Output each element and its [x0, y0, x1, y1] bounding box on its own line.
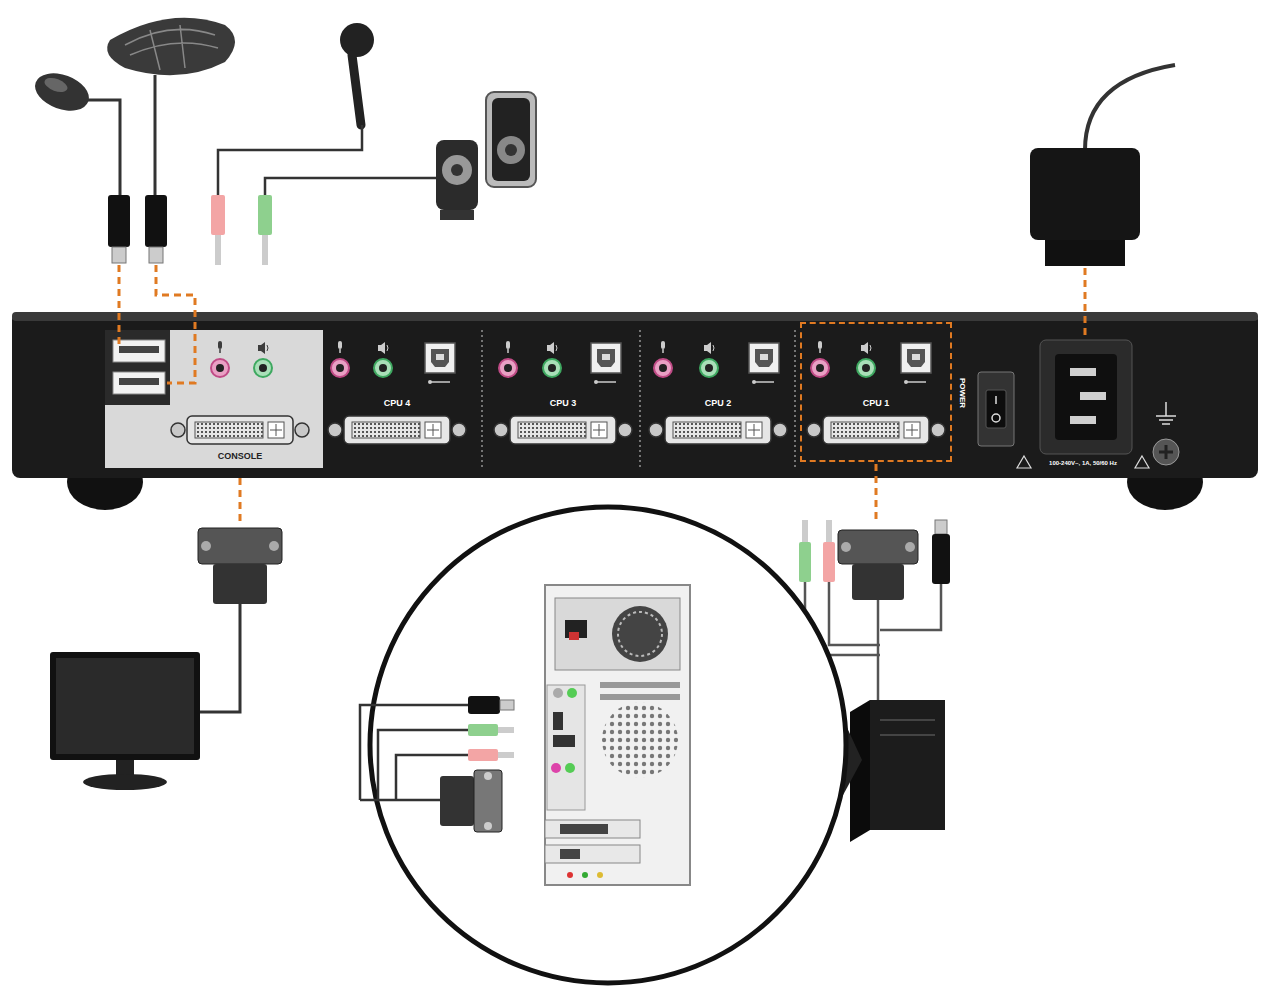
port-label: CPU 1 [863, 398, 890, 408]
console-panel: CONSOLE [105, 330, 323, 468]
port-label: CPU 4 [384, 398, 411, 408]
port-label: CPU 2 [705, 398, 732, 408]
switch-label: POWER [958, 378, 967, 408]
port-label: CPU 3 [550, 398, 577, 408]
port-label: CONSOLE [218, 451, 263, 461]
cpu-port-group: CPU 1 [800, 322, 952, 462]
power-rating: 100-240V~, 1A, 50/60 Hz [1049, 460, 1117, 466]
